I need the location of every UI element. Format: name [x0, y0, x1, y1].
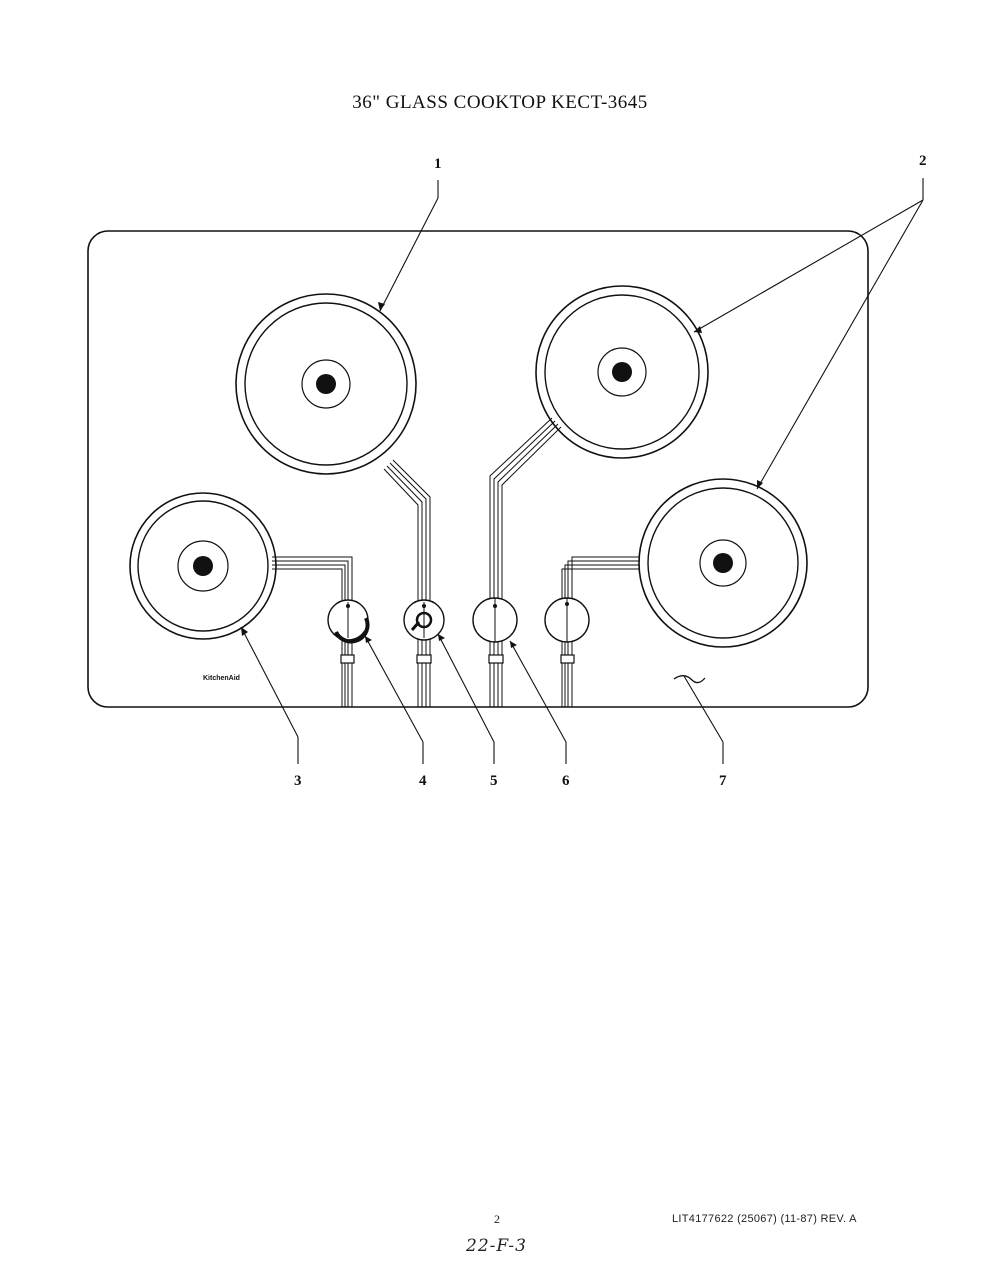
page-number: 2 [494, 1212, 500, 1226]
callout-3: 3 [294, 773, 302, 789]
burner-front-right [638, 478, 808, 648]
cooktop-glass-outline [87, 230, 869, 708]
callout-6: 6 [562, 773, 570, 789]
callout-2: 2 [919, 153, 927, 169]
document-reference: LIT4177622 (25067) (11-87) REV. A [672, 1213, 857, 1225]
harness-clamps [340, 654, 575, 664]
callout-4: 4 [419, 773, 427, 789]
burner-front-left [129, 492, 277, 640]
brand-logo: KitchenAid [203, 675, 240, 682]
callout-1: 1 [434, 156, 442, 172]
handwritten-reference: 22-F-3 [466, 1236, 527, 1256]
diagram-title: 36" GLASS COOKTOP KECT-3645 [352, 92, 648, 113]
control-knob-5 [403, 599, 445, 641]
glass-mark [673, 675, 706, 684]
leader-arrowheads [241, 302, 763, 648]
wire-harness [272, 417, 640, 707]
burner-rear-right [535, 285, 709, 459]
callout-7: 7 [719, 773, 727, 789]
control-knob-4 [327, 599, 370, 644]
control-knob-6 [472, 597, 518, 643]
leader-lines [240, 178, 924, 764]
burner-large-rear-left [235, 293, 417, 475]
control-knob-7 [544, 597, 590, 643]
callout-5: 5 [490, 773, 498, 789]
